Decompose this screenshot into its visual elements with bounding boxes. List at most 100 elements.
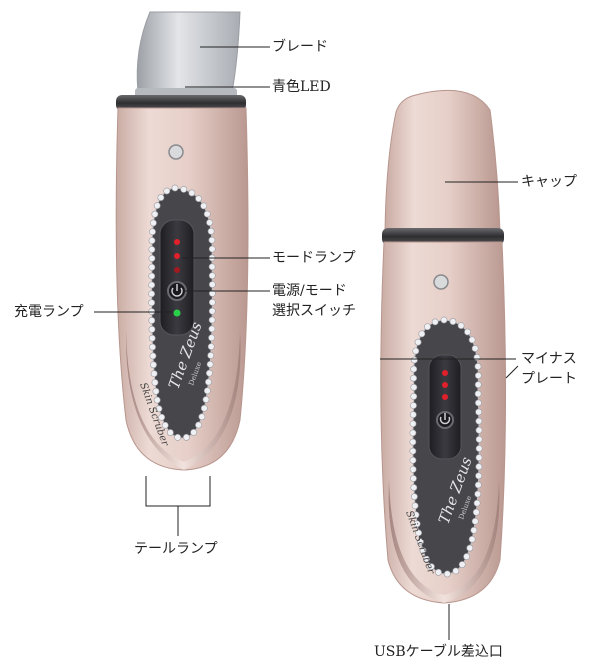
rhinestone (475, 408, 483, 416)
rhinestone (413, 520, 421, 528)
rhinestone (208, 263, 216, 271)
rhinestone (207, 352, 215, 359)
rhinestone (200, 202, 208, 210)
rhinestone (180, 185, 188, 193)
power-icon (439, 416, 451, 425)
rhinestone (148, 237, 156, 245)
rhinestone (475, 417, 483, 425)
rhinestone (474, 363, 482, 370)
label-mode-lamp: モードランプ (272, 250, 356, 266)
rhinestone (202, 396, 210, 403)
rhinestone (174, 433, 182, 441)
rhinestone (410, 402, 417, 409)
rhinestone (409, 438, 417, 446)
rhinestone (157, 194, 165, 201)
left-mode-led-3 (174, 267, 180, 273)
rhinestone (171, 184, 179, 192)
rhinestone (409, 429, 417, 437)
label-minus-plate-line1: マイナス (521, 351, 577, 367)
rhinestone (205, 378, 212, 386)
rhinestone (419, 547, 427, 554)
label-tail-lamp: テールランプ (134, 541, 218, 557)
rhinestone (208, 281, 216, 288)
rhinestone (208, 298, 216, 306)
rhinestone (473, 499, 481, 507)
rhinestone (148, 263, 156, 271)
rhinestone (151, 210, 159, 218)
rhinestone (161, 421, 169, 429)
rhinestone (409, 420, 417, 428)
rhinestone (410, 393, 418, 400)
rhinestone (474, 381, 482, 389)
left-control-panel (159, 219, 195, 336)
rhinestone (435, 568, 442, 576)
rhinestone (158, 413, 166, 421)
rhinestone (414, 338, 422, 346)
rhinestone (148, 272, 156, 280)
rhinestone (424, 323, 431, 331)
rhinestone (203, 387, 211, 395)
rhinestone (151, 379, 159, 386)
rhinestone (150, 361, 157, 369)
rhinestone (409, 411, 417, 419)
rhinestone (166, 429, 174, 436)
right-control-panel (428, 354, 462, 460)
rhinestone (440, 316, 448, 324)
rhinestone (163, 187, 171, 195)
rhinestone (148, 290, 156, 298)
rhinestone (410, 365, 418, 373)
label-usb-port: USBケーブル差込口 (374, 644, 503, 660)
rhinestone (148, 254, 156, 262)
right-sensor (433, 274, 449, 290)
rhinestone (206, 360, 214, 368)
rhinestone (410, 374, 417, 382)
rhinestone (149, 219, 157, 227)
leader-minus-plate-right (505, 365, 519, 379)
rhinestone (468, 336, 476, 344)
rhinestone (418, 330, 426, 338)
rhinestone (208, 245, 216, 253)
rhinestone (464, 328, 471, 336)
rhinestone (475, 463, 483, 471)
right-device: The Zeus Deluxe Skin Scruber (380, 90, 507, 604)
label-minus-plate-line2: プレート (521, 371, 577, 387)
rhinestone (428, 563, 435, 571)
rhinestone (190, 428, 198, 436)
rhinestone (195, 421, 202, 429)
label-charge-lamp: 充電ランプ (14, 304, 84, 320)
rhinestone (470, 526, 478, 534)
left-device: The Zeus Deluxe Skin Scruber (115, 11, 249, 471)
rhinestone (452, 567, 460, 575)
rhinestone (443, 570, 451, 578)
rhinestone (208, 307, 216, 315)
rhinestone (149, 343, 156, 351)
label-power-switch-line1: 電源/モード (272, 283, 347, 299)
rhinestone (148, 281, 156, 289)
right-mode-led-3 (442, 394, 448, 400)
rhinestone (148, 334, 156, 342)
rhinestone (458, 561, 466, 568)
rhinestone (148, 325, 156, 333)
rhinestone (449, 318, 457, 325)
rhinestone (152, 387, 160, 395)
rhinestone (409, 465, 417, 473)
rhinestone (475, 454, 483, 461)
rhinestone (208, 289, 216, 297)
blade (136, 11, 241, 93)
rhinestone (463, 553, 471, 560)
power-icon (171, 287, 183, 297)
cap (384, 90, 501, 233)
rhinestone (148, 317, 156, 324)
rhinestone (208, 334, 216, 342)
rhinestone (149, 228, 156, 236)
rhinestone (195, 195, 202, 203)
rhinestone (474, 372, 482, 379)
rhinestone (207, 227, 215, 235)
right-dark-band (382, 228, 504, 245)
rhinestone (148, 299, 156, 307)
rhinestone (412, 511, 420, 519)
right-rhinestones (409, 316, 483, 578)
left-mode-led-1 (174, 239, 180, 245)
rhinestone (475, 472, 483, 480)
label-blue-led: 青色LED (272, 79, 331, 95)
